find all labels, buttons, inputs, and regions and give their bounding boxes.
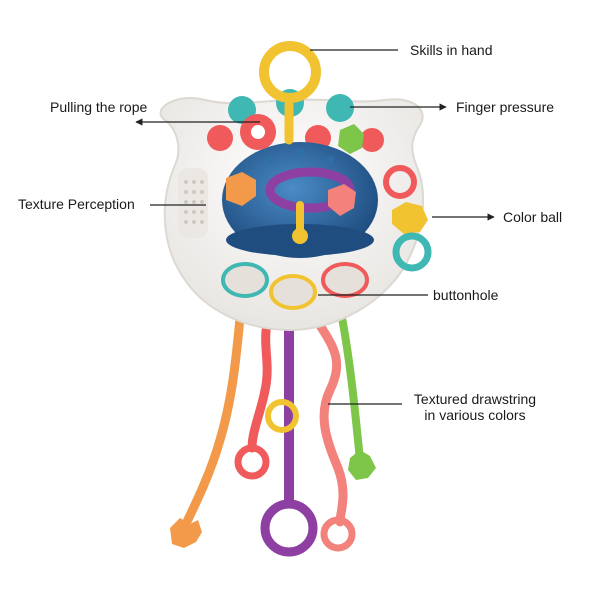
purple-ring-end: [260, 499, 318, 557]
top-yellow-ring: [259, 41, 321, 145]
label-finger-pressure: Finger pressure: [456, 99, 555, 115]
label-color-ball: Color ball: [503, 209, 563, 225]
label-drawstring-line2: in various colors: [424, 407, 526, 423]
orange-flower-end: [170, 518, 202, 548]
label-texture-perception: Texture Perception: [18, 196, 135, 212]
leader-lines: [135, 49, 495, 405]
label-drawstring-line1: Textured drawstring: [413, 391, 537, 407]
label-skills-in-hand: Skills in hand: [410, 42, 493, 58]
drawstrings: [170, 313, 376, 557]
label-pulling-the-rope: Pulling the rope: [50, 99, 148, 115]
colored-shapes: [226, 114, 364, 244]
buttonholes: [221, 262, 369, 310]
label-buttonhole: buttonhole: [433, 287, 499, 303]
right-side-pieces: [383, 165, 432, 272]
green-flower-end: [348, 450, 376, 480]
yellow-small-ring: [265, 399, 299, 433]
label-textured-drawstring: Textured drawstring in various colors: [405, 391, 545, 423]
red-ring-end: [234, 444, 270, 480]
salmon-ring-end: [320, 516, 356, 552]
